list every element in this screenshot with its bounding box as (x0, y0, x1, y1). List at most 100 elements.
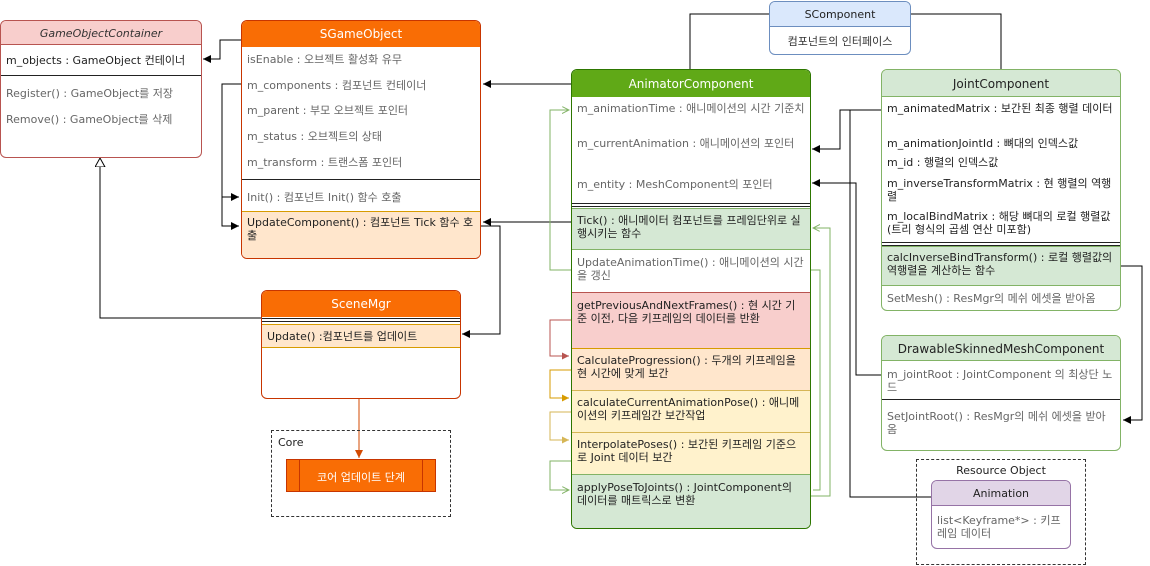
method-desc: : 컴포넌트 Tick 함수 호출 (247, 216, 474, 242)
animator-tick: Tick() : 애니메이터 컴포넌트를 프레임단위로 실행시키는 함수 (572, 208, 810, 250)
method-desc: : 두개의 키프레임을 현 시간에 맞게 보간 (577, 354, 796, 380)
animator-field: m_currentAnimation : 애니메이션의 포인터 (572, 137, 810, 150)
method-name: SetMesh() (887, 292, 943, 305)
sgameobject-class[interactable]: SGameObject isEnable : 오브젝트 활성화 유무 m_com… (241, 20, 481, 259)
animator-calc-progression: CalculateProgression() : 두개의 키프레임을 현 시간에… (572, 348, 810, 390)
method-name: applyPoseToJoints() (577, 481, 683, 494)
method-desc: : ResMgr의 메쉬 에셋을 받아옴 (887, 410, 1106, 436)
animator-field: m_animationTime : 애니메이션의 시간 기준치 (572, 102, 810, 115)
components-update-connector (221, 197, 239, 230)
field-desc: : 뼈대의 인덱스값 (993, 137, 1079, 150)
method-name: Update() (267, 330, 316, 343)
field-name: m_objects (6, 54, 62, 67)
method-name: UpdateComponent() (247, 216, 360, 229)
inherit-animator-connector (689, 13, 769, 69)
animator-component-class[interactable]: AnimatorComponent m_animationTime : 애니메이… (571, 69, 811, 529)
container-field: m_objects : GameObject 컨테이너 (1, 54, 201, 67)
scenemgr-class[interactable]: SceneMgr Update() :컴포넌트를 업데이트 (261, 290, 461, 399)
divider (882, 399, 1120, 400)
method-name: getPreviousAndNextFrames() (577, 299, 738, 312)
method-name: Remove() (6, 113, 60, 126)
joint-calc-inverse: calcInverseBindTransform() : 로컬 행렬값의 역행렬… (882, 246, 1120, 286)
drawable-skinned-mesh-class[interactable]: DrawableSkinnedMeshComponent m_jointRoot… (881, 335, 1121, 451)
scomponent-title: SComponent (770, 2, 910, 27)
field-name: m_id (887, 156, 914, 169)
field-name: m_animationJointId (887, 137, 994, 150)
resource-title: Resource Object (956, 464, 1046, 477)
joint-set-mesh: SetMesh() : ResMgr의 메쉬 에셋을 받아옴 (882, 292, 1120, 305)
field-name: m_localBindMatrix (887, 210, 989, 223)
method-desc: : 현 시간 기준 이전, 다음 키프레임의 데이터를 반환 (577, 299, 796, 325)
field-desc: : 컴포넌트 컨테이너 (331, 79, 427, 92)
pose-to-interp-connector (549, 411, 571, 444)
step-right-edge (422, 460, 423, 491)
method-desc: : GameObject를 저장 (59, 87, 174, 100)
calc-to-setroot-connector (1121, 265, 1143, 424)
method-name: Tick() (577, 214, 608, 227)
method-name: calcInverseBindTransform() (887, 251, 1038, 264)
sgameobject-field: m_status : 오브젝트의 상태 (242, 130, 480, 143)
game-object-container-class[interactable]: GameObjectContainer m_objects : GameObje… (0, 20, 202, 158)
inherit-joint-connector (911, 13, 1002, 69)
field-desc: : 해당 뼈대의 로컬 행렬값 (트리 형식의 곱셈 연산 미포함) (887, 210, 1111, 236)
method-desc: : 보간된 키프레임 기준으로 Joint 데이터 보간 (577, 438, 797, 464)
interp-to-apply-connector (549, 460, 571, 490)
sgameobject-init: Init() : 컴포넌트 Init() 함수 호출 (242, 191, 480, 204)
field-name: m_entity (577, 178, 626, 191)
field-desc: : 현 행렬의 역행렬 (887, 177, 1112, 203)
step-left-edge (299, 460, 300, 491)
divider (882, 242, 1120, 246)
divider (1, 75, 201, 76)
joint-field: m_id : 행렬의 인덱스값 (882, 156, 1120, 169)
field-desc: : GameObject 컨테이너 (61, 54, 186, 67)
field-name: m_animatedMatrix (887, 102, 991, 115)
sgameobject-title: SGameObject (242, 21, 480, 47)
core-update-step[interactable]: 코어 업데이트 단계 (286, 459, 436, 492)
field-name: m_jointRoot (887, 368, 953, 381)
field-name: m_components (247, 79, 332, 92)
drawable-field: m_jointRoot : JointComponent 의 최상단 노드 (882, 368, 1120, 394)
animator-get-frames: getPreviousAndNextFrames() : 현 시간 기준 이전,… (572, 292, 810, 348)
method-name: Init() (247, 191, 274, 204)
divider (262, 318, 460, 322)
animator-apply-pose: applyPoseToJoints() : JointComponent의 데이… (572, 474, 810, 528)
container-method-remove: Remove() : GameObject를 삭제 (1, 113, 201, 126)
method-name: CalculateProgression() (577, 354, 701, 367)
method-desc: : 애니메이션의 시간을 갱신 (577, 256, 804, 282)
drawable-title: DrawableSkinnedMeshComponent (882, 336, 1120, 361)
container-method-register: Register() : GameObject를 저장 (1, 87, 201, 100)
method-name: InterpolatePoses() (577, 438, 678, 451)
field-desc: : 오브젝트의 상태 (297, 130, 383, 143)
method-desc: :컴포넌트를 업데이트 (315, 330, 418, 343)
scomponent-class[interactable]: SComponent 컴포넌트의 인터페이스 (769, 1, 911, 55)
field-desc: : 보간된 최종 행렬 데이터 (990, 102, 1113, 115)
joint-to-animator-connector (812, 109, 881, 153)
field-desc: : 부모 오브젝트 포인터 (299, 104, 409, 117)
core-group: Core (271, 430, 451, 517)
joint-field: m_inverseTransformMatrix : 현 행렬의 역행렬 (882, 177, 1120, 203)
scenemgr-title: SceneMgr (262, 291, 460, 317)
joint-component-class[interactable]: JointComponent m_animatedMatrix : 보간된 최종… (881, 69, 1121, 311)
apply-to-tick-connector (811, 228, 831, 497)
sgameobject-update: UpdateComponent() : 컴포넌트 Tick 함수 호출 (242, 211, 480, 258)
field-name: m_animationTime (577, 102, 676, 115)
drawable-to-entity-connector (812, 179, 881, 376)
animator-update-time: UpdateAnimationTime() : 애니메이션의 시간을 갱신 (572, 256, 810, 282)
joint-title: JointComponent (882, 70, 1120, 97)
divider (572, 203, 810, 207)
method-desc: : GameObject를 삭제 (59, 113, 173, 126)
joint-field: m_animatedMatrix : 보간된 최종 행렬 데이터 (882, 102, 1120, 115)
field-name: m_currentAnimation (577, 137, 689, 150)
animation-class[interactable]: Animation list<Keyframe*> : 키프레임 데이터 (931, 480, 1071, 549)
components-init-connector (221, 83, 241, 201)
field-name: m_transform (247, 156, 318, 169)
method-desc: : 컴포넌트 Init() 함수 호출 (273, 191, 402, 204)
scenemgr-container-connector (100, 158, 261, 319)
field-desc: : 애니메이션의 포인터 (688, 137, 795, 150)
field-desc: : MeshComponent의 포인터 (625, 178, 773, 191)
method-desc: : 애니메이터 컴포넌트를 프레임단위로 실행시키는 함수 (577, 214, 801, 240)
method-desc: : 로컬 행렬값의 역행렬을 계산하는 함수 (887, 251, 1113, 277)
animation-title: Animation (932, 481, 1070, 506)
sgameobject-field: m_components : 컴포넌트 컨테이너 (242, 79, 480, 92)
field-name: m_inverseTransformMatrix (887, 177, 1033, 190)
